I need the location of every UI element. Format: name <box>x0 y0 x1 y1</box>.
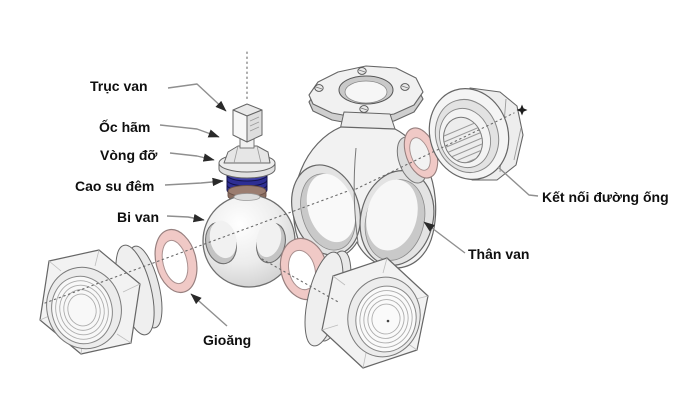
pipe-connector-right <box>428 87 524 181</box>
gasket-left <box>154 228 198 294</box>
valve-body <box>291 65 439 269</box>
label-vong-do: Vòng đỡ <box>100 147 157 163</box>
labels: Trục van Ốc hãm Vòng đỡ Cao su đêm Bi va… <box>75 78 669 348</box>
leader-ket-noi <box>497 166 539 197</box>
label-bi-van: Bi van <box>117 209 159 225</box>
leader-oc-ham <box>159 124 220 138</box>
stem-assembly <box>218 103 276 202</box>
ball-left-hole <box>205 220 237 265</box>
leader-vong-do <box>169 152 215 162</box>
leader-cao-su-dem <box>164 177 224 187</box>
label-ket-noi-duong-ong: Kết nối đường ống <box>542 189 669 205</box>
pipe-connector-bottom <box>304 250 429 369</box>
valve-stem-head <box>232 103 263 143</box>
label-truc-van: Trục van <box>90 78 148 94</box>
label-cao-su-dem: Cao su đêm <box>75 178 154 194</box>
body-center-ridge <box>353 147 359 244</box>
axis-end-marker <box>516 104 528 116</box>
centerline-main-axis <box>44 190 349 304</box>
leader-gioang <box>190 293 228 327</box>
ball-top-collar <box>233 193 261 201</box>
label-than-van: Thân van <box>468 246 529 262</box>
leader-lines <box>159 83 539 327</box>
internal-threads <box>359 290 413 348</box>
internal-threads <box>443 119 483 168</box>
label-oc-ham: Ốc hãm <box>99 118 150 135</box>
valve-ball <box>202 193 296 288</box>
body-front-port <box>359 170 435 266</box>
pipe-connector-left <box>39 244 163 355</box>
centerline-front-axis <box>261 258 341 304</box>
lock-nut <box>223 145 271 164</box>
leader-truc-van <box>167 83 227 112</box>
body-left-port <box>291 164 361 256</box>
label-gioang: Gioăng <box>203 332 251 348</box>
centerlines <box>44 51 515 304</box>
centerline-right-axis <box>355 112 515 190</box>
mounting-flange <box>308 65 424 133</box>
ball-right-hole <box>256 221 286 264</box>
gasket-right-port <box>403 127 439 179</box>
leader-bi-van <box>166 213 205 223</box>
internal-threads <box>55 280 109 340</box>
leader-than-van <box>423 221 466 254</box>
flange-bolt-holes <box>314 67 410 113</box>
